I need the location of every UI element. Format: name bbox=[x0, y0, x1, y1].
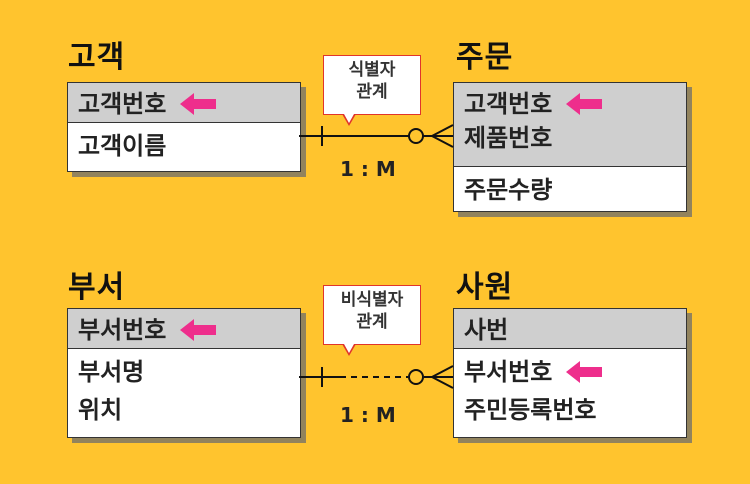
relationship-label-identifying: 식별자 관계 bbox=[323, 55, 421, 126]
entity-title-customer: 고객 bbox=[68, 40, 126, 75]
primary-key-section: 고객번호 제품번호 bbox=[454, 83, 686, 167]
pink-left-arrow-icon bbox=[180, 319, 217, 341]
entity-title-order: 주문 bbox=[456, 40, 514, 75]
attr-department-name: 부서명 bbox=[78, 358, 145, 386]
relationship-label-non-identifying: 비식별자 관계 bbox=[323, 285, 421, 356]
entity-employee: 사번 부서번호 주민등록번호 bbox=[453, 308, 687, 438]
pk-employee-number: 사번 bbox=[464, 316, 509, 344]
pk-customer-number: 고객번호 bbox=[78, 90, 167, 118]
entity-title-department: 부서 bbox=[68, 270, 126, 305]
pink-left-arrow-icon bbox=[180, 93, 217, 115]
entity-title-employee: 사원 bbox=[456, 270, 514, 305]
primary-key-section: 고객번호 bbox=[68, 83, 300, 123]
attribute-section: 부서명 위치 bbox=[68, 349, 300, 429]
pk-department-number: 부서번호 bbox=[78, 316, 167, 344]
cardinality-label: 1 : M bbox=[340, 157, 396, 181]
attribute-section: 부서번호 주민등록번호 bbox=[454, 349, 686, 429]
pk-product-number: 제품번호 bbox=[464, 124, 553, 152]
attribute-section: 주문수량 bbox=[454, 167, 686, 209]
pink-left-arrow-icon bbox=[566, 361, 603, 383]
attr-resident-number: 주민등록번호 bbox=[464, 396, 597, 424]
attr-order-quantity: 주문수량 bbox=[464, 176, 553, 204]
pk-customer-number: 고객번호 bbox=[464, 90, 553, 118]
pink-left-arrow-icon bbox=[566, 93, 603, 115]
attribute-section: 고객이름 bbox=[68, 123, 300, 165]
entity-department: 부서번호 부서명 위치 bbox=[67, 308, 301, 438]
entity-order: 고객번호 제품번호 주문수량 bbox=[453, 82, 687, 212]
non-identifying-relationship-line bbox=[299, 365, 454, 389]
attr-customer-name: 고객이름 bbox=[78, 132, 167, 160]
primary-key-section: 부서번호 bbox=[68, 309, 300, 349]
identifying-relationship-line bbox=[299, 124, 454, 148]
attr-location: 위치 bbox=[78, 396, 123, 424]
primary-key-section: 사번 bbox=[454, 309, 686, 349]
cardinality-label: 1 : M bbox=[340, 403, 396, 427]
entity-customer: 고객번호 고객이름 bbox=[67, 82, 301, 172]
fk-department-number: 부서번호 bbox=[464, 358, 553, 386]
